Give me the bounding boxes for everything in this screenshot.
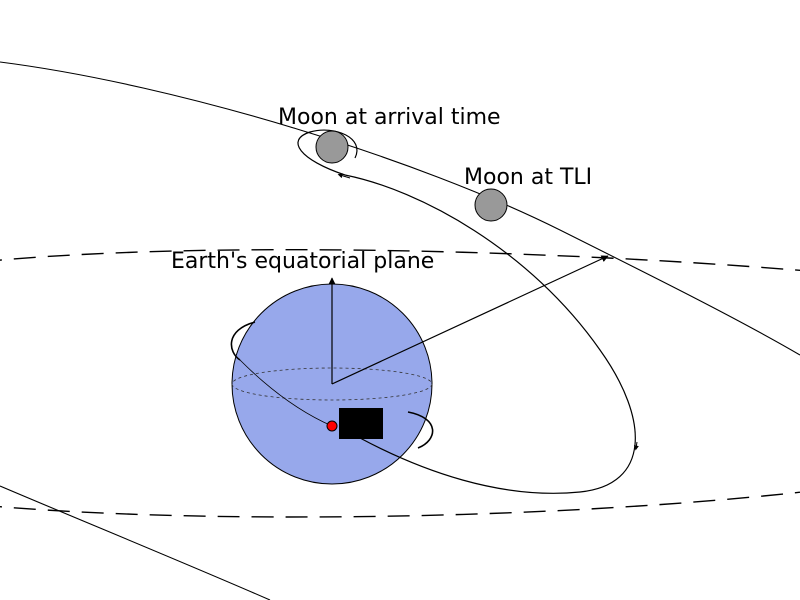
label-moon-tli: Moon at TLI — [464, 165, 592, 190]
equatorial-plane-back — [0, 248, 800, 272]
moon-orbit-lower — [0, 485, 271, 600]
spacecraft-icon — [339, 408, 383, 439]
moon-at-tli — [474, 188, 508, 222]
earth-equator — [231, 367, 433, 401]
lunar-flyby-loop — [297, 129, 358, 176]
translunar-trajectory — [344, 174, 636, 494]
equatorial-plane-front — [0, 491, 800, 518]
parking-orbit — [230, 321, 434, 449]
launch-site-icon — [326, 420, 338, 432]
label-equatorial-plane: Earth's equatorial plane — [171, 249, 434, 274]
trajectory-direction-arrow-1 — [633, 441, 639, 451]
moon-at-arrival — [315, 130, 349, 164]
trajectory-direction-arrow-2 — [337, 173, 351, 179]
node-vector-arrow — [331, 255, 609, 385]
parking-orbit-front — [239, 359, 333, 427]
label-moon-arrival: Moon at arrival time — [278, 105, 501, 130]
